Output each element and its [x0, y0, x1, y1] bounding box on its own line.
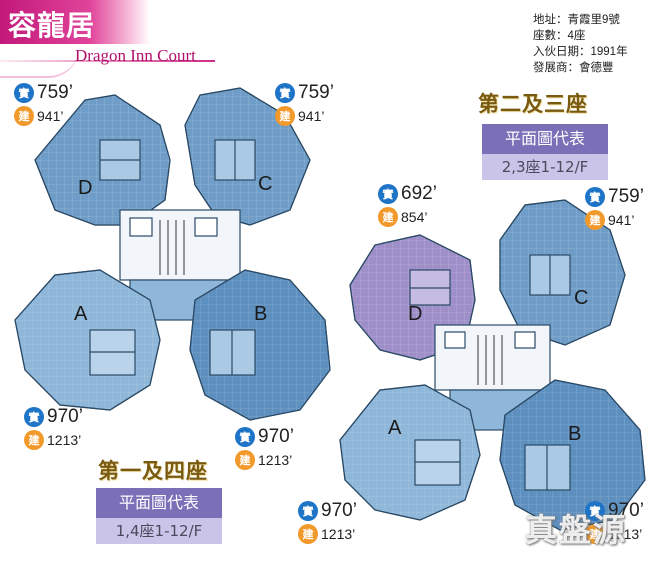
- saleable-area: 970’: [321, 500, 357, 521]
- gross-area: 1213’: [47, 432, 82, 448]
- saleable-badge: 實: [24, 407, 44, 427]
- unit-label-a-right: A: [388, 417, 402, 439]
- info-address: 地址：青霞里9號: [533, 14, 620, 26]
- right-floor-plan: [339, 199, 646, 531]
- gross-badge: 建: [585, 210, 605, 230]
- page-title: 容龍居: [8, 9, 96, 42]
- unit-d-left-shape: [34, 94, 171, 226]
- unit-b-left-shape: [189, 269, 331, 421]
- decorative-swirl: [0, 46, 80, 78]
- gross-badge: 建: [14, 106, 34, 126]
- unit-label-c-right: C: [574, 287, 588, 309]
- title-banner: [0, 0, 150, 44]
- unit-a-left-shape: [14, 269, 161, 411]
- gross-area: 941’: [298, 108, 325, 124]
- unit-label-d-right: D: [408, 303, 422, 325]
- gross-area: 941’: [608, 212, 635, 228]
- saleable-badge: 實: [585, 501, 605, 521]
- legend-range-left: 1,4座1-12/F: [96, 518, 222, 544]
- heading-blocks-2-3: 第二及三座: [478, 92, 588, 116]
- gross-area: 1213’: [608, 526, 643, 542]
- saleable-area: 759’: [37, 82, 73, 103]
- gross-area: 941’: [37, 108, 64, 124]
- gross-area: 1213’: [321, 526, 356, 542]
- gross-badge: 建: [24, 430, 44, 450]
- title-underline: [0, 60, 215, 62]
- unit-label-c-left: C: [258, 173, 272, 195]
- gross-area: 1213’: [258, 452, 293, 468]
- info-developer: 發展商：會德豐: [533, 62, 614, 74]
- gross-badge: 建: [378, 207, 398, 227]
- gross-badge: 建: [298, 524, 318, 544]
- saleable-badge: 實: [14, 83, 34, 103]
- info-occupation: 入伙日期：1991年: [533, 46, 628, 58]
- saleable-badge: 實: [235, 427, 255, 447]
- saleable-area: 970’: [47, 406, 83, 427]
- unit-label-b-left: B: [254, 303, 267, 325]
- saleable-badge: 實: [378, 184, 398, 204]
- saleable-area: 759’: [608, 186, 644, 207]
- saleable-area: 692’: [401, 183, 437, 204]
- unit-label-a-left: A: [74, 303, 88, 325]
- estate-info: 地址：青霞里9號 座數：4座 入伙日期：1991年 發展商：會德豐: [533, 12, 628, 76]
- info-blocks: 座數：4座: [533, 30, 586, 42]
- saleable-area: 970’: [258, 426, 294, 447]
- watermark-logo: 真盤源: [525, 511, 628, 549]
- legend-range-right: 2,3座1-12/F: [482, 154, 608, 180]
- unit-label-d-left: D: [78, 177, 92, 199]
- unit-label-b-right: B: [568, 423, 581, 445]
- gross-badge: 建: [275, 106, 295, 126]
- left-floor-plan: [14, 87, 331, 421]
- unit-c-right-shape: [499, 199, 626, 346]
- saleable-badge: 實: [298, 501, 318, 521]
- saleable-badge: 實: [585, 187, 605, 207]
- unit-a-right-shape: [339, 384, 481, 521]
- legend-title-right: 平面圖代表: [482, 124, 608, 154]
- heading-blocks-1-4: 第一及四座: [98, 459, 208, 483]
- unit-b-right-shape: [499, 379, 646, 531]
- gross-badge: 建: [235, 450, 255, 470]
- legend-title-left: 平面圖代表: [96, 488, 222, 518]
- gross-badge: 建: [585, 524, 605, 544]
- saleable-area: 759’: [298, 82, 334, 103]
- gross-area: 854’: [401, 209, 428, 225]
- page-subtitle: Dragon Inn Court: [75, 46, 196, 65]
- saleable-badge: 實: [275, 83, 295, 103]
- saleable-area: 970’: [608, 500, 644, 521]
